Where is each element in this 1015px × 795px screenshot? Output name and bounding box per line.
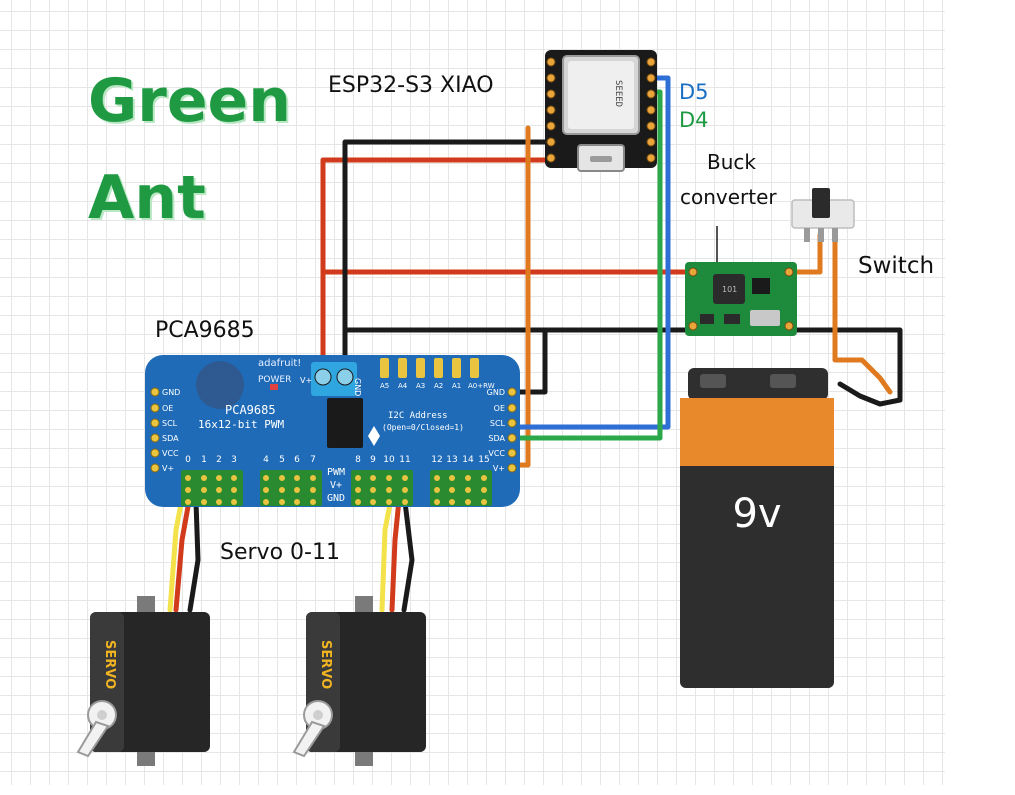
wire-black-esp-gnd <box>342 139 556 363</box>
battery-bottom <box>680 470 834 688</box>
buck-inductor <box>713 274 745 304</box>
svg-text:5: 5 <box>279 455 285 465</box>
battery-9v: 9v <box>680 368 834 688</box>
pca-brand: adafruit! <box>258 358 301 369</box>
svg-text:11: 11 <box>399 455 410 465</box>
svg-text:V+: V+ <box>493 464 505 473</box>
servo-motor-right: SERVO <box>292 596 426 766</box>
wire-black-battery-neg <box>837 381 903 407</box>
servo-motor-left: SERVO <box>76 596 210 766</box>
wire-servo-a-black <box>187 499 201 613</box>
svg-text:SDA: SDA <box>488 434 505 443</box>
pca-subtitle: 16x12-bit PWM <box>198 418 284 431</box>
i2c-title: I2C Address <box>388 411 448 421</box>
wire-red-esp-5v <box>320 157 556 363</box>
servo-right-label: SERVO <box>318 640 333 689</box>
i2c-sub: (Open=0/Closed=1) <box>382 423 464 432</box>
adafruit-flower-icon <box>368 426 380 446</box>
wire-servo-b-red <box>389 487 403 613</box>
canvas-margin-bottom <box>0 785 1015 795</box>
svg-text:A3: A3 <box>416 382 425 390</box>
pca9685-label: PCA9685 <box>155 318 255 343</box>
svg-text:SCL: SCL <box>490 419 506 428</box>
title-line-2: Ant <box>88 163 206 233</box>
address-jumpers <box>380 358 479 378</box>
wire-black-pca-gnd <box>509 327 548 395</box>
esp32-left-pads <box>546 57 556 163</box>
svg-text:GND: GND <box>487 388 505 397</box>
svg-text:A4: A4 <box>398 382 408 390</box>
power-led <box>270 384 278 390</box>
mcu-label: ESP32-S3 XIAO <box>328 73 494 98</box>
servo-group-label: Servo 0-11 <box>220 540 340 565</box>
svg-text:GND: GND <box>327 493 345 504</box>
svg-text:7: 7 <box>310 455 316 465</box>
canvas-margin-right <box>945 0 1015 791</box>
esp32-right-pads <box>646 57 656 163</box>
esp32-chip-text: SEEED <box>613 80 623 107</box>
svg-text:SDA: SDA <box>162 434 179 443</box>
pca-part: PCA9685 <box>225 403 276 417</box>
svg-text:2: 2 <box>216 455 222 465</box>
wire-servo-b-black <box>401 499 415 613</box>
svg-text:0: 0 <box>185 455 191 465</box>
pca-power: POWER <box>258 375 291 385</box>
svg-text:3: 3 <box>231 455 237 465</box>
svg-text:4: 4 <box>263 455 269 465</box>
switch-label: Switch <box>858 253 935 279</box>
svg-text:A2: A2 <box>434 382 443 390</box>
battery-label: 9v <box>732 491 781 537</box>
svg-text:SCL: SCL <box>162 419 178 428</box>
servo-left-label: SERVO <box>102 640 117 689</box>
wire-orange-battery <box>832 232 893 395</box>
svg-text:GND: GND <box>353 378 362 396</box>
svg-text:12: 12 <box>431 455 442 465</box>
svg-text:VCC: VCC <box>162 449 179 458</box>
svg-text:V+: V+ <box>330 480 342 491</box>
svg-text:15: 15 <box>478 455 489 465</box>
svg-text:1: 1 <box>201 455 207 465</box>
svg-text:13: 13 <box>446 455 457 465</box>
servo-header-pins <box>185 475 487 505</box>
pca-chip <box>327 398 363 448</box>
pca-logo-circle <box>196 361 244 409</box>
wire-blue-d5-scl <box>509 75 671 430</box>
svg-text:V+: V+ <box>162 464 174 473</box>
wire-green-d4-sda <box>509 89 663 441</box>
servo-right-horn <box>292 720 326 758</box>
pin-d4-label: D4 <box>679 108 709 132</box>
buck-converter: 101 <box>685 226 797 336</box>
svg-text:10: 10 <box>383 455 395 465</box>
buck-label-line1: Buck <box>707 150 756 174</box>
buck-ic <box>752 278 770 294</box>
servo-headers <box>181 470 492 506</box>
pca-left-pins <box>150 387 160 473</box>
esp32-module: SEEED <box>545 50 657 172</box>
svg-text:VCC: VCC <box>488 449 505 458</box>
servo-left-horn <box>76 720 110 758</box>
pin-d5-label: D5 <box>679 80 709 104</box>
svg-text:GND: GND <box>162 388 180 397</box>
pca9685-board: adafruit! POWER PCA9685 16x12-bit PWM V+… <box>145 355 520 507</box>
pca-right-pins <box>507 387 517 473</box>
svg-text:A0+RW: A0+RW <box>468 382 495 390</box>
svg-text:V+: V+ <box>300 376 312 385</box>
wire-orange-switch <box>789 232 823 275</box>
svg-text:OE: OE <box>162 404 173 413</box>
svg-text:101: 101 <box>722 285 737 294</box>
title-line-1: Green <box>88 66 291 136</box>
svg-text:A5: A5 <box>380 382 389 390</box>
svg-text:A1: A1 <box>452 382 461 390</box>
buck-label-line2: converter <box>680 185 777 209</box>
svg-text:6: 6 <box>294 455 300 465</box>
switch-knob <box>812 188 830 218</box>
svg-text:PWM: PWM <box>327 467 345 478</box>
svg-text:9: 9 <box>370 455 376 465</box>
svg-text:14: 14 <box>462 455 474 465</box>
slide-switch <box>791 188 855 242</box>
svg-text:8: 8 <box>355 455 361 465</box>
svg-text:OE: OE <box>494 404 505 413</box>
